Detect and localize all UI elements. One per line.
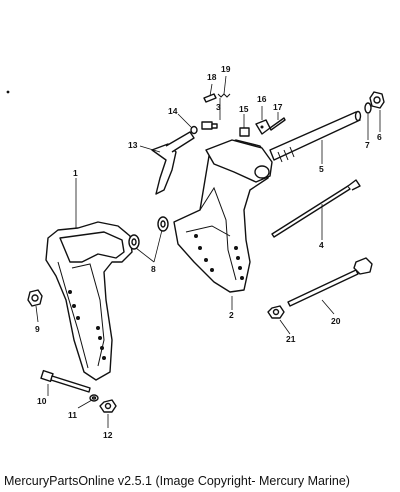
clip-spring: [217, 93, 231, 98]
lever-stud: [239, 127, 250, 137]
callout-16: 16: [257, 94, 267, 104]
callout-labels: 1 2 3 4 5 6 7 8 9 10 11 12 13 14 15 16 1…: [35, 64, 382, 440]
callout-17: 17: [273, 102, 283, 112]
clamp-bracket-right: [173, 139, 273, 293]
latch-plate: [255, 119, 271, 135]
bracket-nut: [27, 289, 43, 307]
callout-6: 6: [377, 132, 382, 142]
spacer-washers: [128, 216, 169, 250]
callout-3: 3: [216, 102, 221, 112]
bolt-locknut: [99, 399, 117, 413]
lever-pin: [201, 121, 218, 130]
callout-11: 11: [68, 410, 77, 420]
long-bolt-nut: [267, 305, 285, 319]
bolt-washer: [89, 394, 99, 402]
callout-10: 10: [37, 396, 47, 406]
callout-14: 14: [168, 106, 178, 116]
tilt-pin-rod: [271, 179, 361, 238]
copyright-caption: MercuryPartsOnline v2.5.1 (Image Copyrig…: [4, 474, 350, 488]
bracket-bolt: [40, 369, 91, 393]
leader-lines: [35, 75, 381, 428]
callout-15: 15: [239, 104, 249, 114]
callout-1: 1: [73, 168, 78, 178]
long-bolt: [287, 257, 373, 307]
callout-4: 4: [319, 240, 324, 250]
tube-washer: [364, 102, 372, 114]
callout-8: 8: [151, 264, 156, 274]
spring-pin: [269, 117, 286, 131]
callout-12: 12: [103, 430, 113, 440]
margin-dot: [6, 90, 10, 94]
callout-20: 20: [331, 316, 341, 326]
tube-nut: [369, 91, 385, 109]
tilt-tube: [269, 110, 362, 163]
callout-2: 2: [229, 310, 234, 320]
clamp-bracket-left: [45, 221, 133, 381]
callout-9: 9: [35, 324, 40, 334]
callout-19: 19: [221, 64, 231, 74]
tilt-lever: [151, 131, 195, 195]
callout-13: 13: [128, 140, 138, 150]
callout-18: 18: [207, 72, 217, 82]
cotter-pin: [203, 93, 217, 103]
lever-washer: [190, 125, 198, 135]
callout-21: 21: [286, 334, 296, 344]
callout-7: 7: [365, 140, 370, 150]
exploded-parts-diagram: 1 2 3 4 5 6 7 8 9 10 11 12 13 14 15 16 1…: [6, 64, 385, 440]
callout-5: 5: [319, 164, 324, 174]
